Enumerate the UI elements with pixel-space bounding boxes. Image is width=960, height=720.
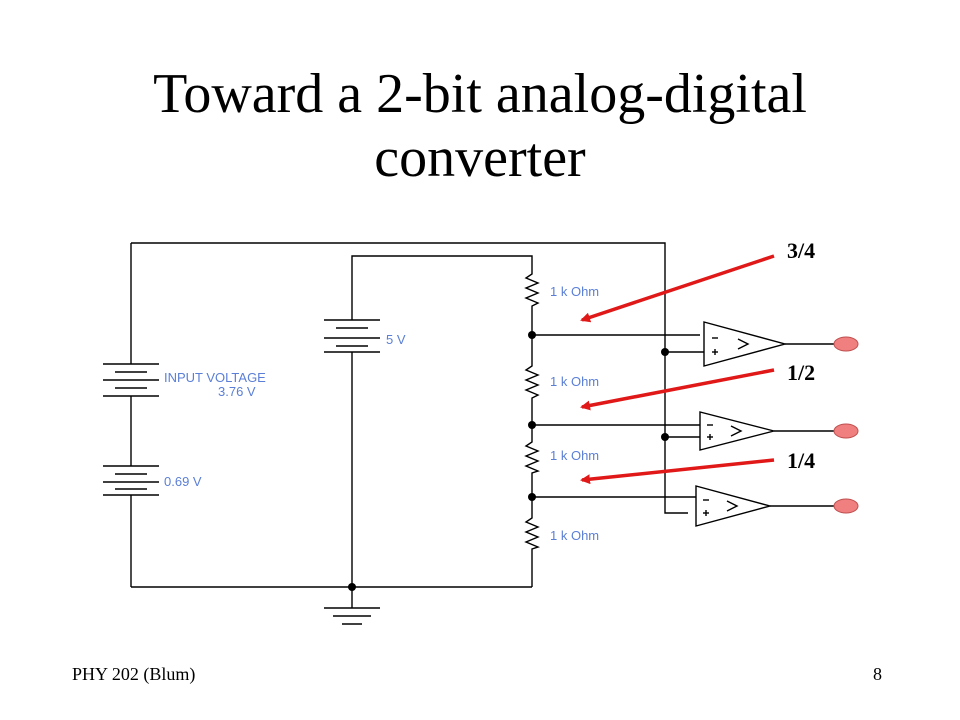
label-r1: 1 k Ohm <box>550 284 599 299</box>
comparator-1 <box>703 321 788 367</box>
wires <box>130 242 834 608</box>
comparators <box>695 321 788 527</box>
slide-title: Toward a 2-bit analog-digital converter <box>0 62 960 190</box>
label-r4: 1 k Ohm <box>550 528 599 543</box>
fraction-low: 1/4 <box>787 448 815 473</box>
resistor-3 <box>524 436 540 474</box>
resistor-4 <box>524 512 540 550</box>
label-input-line1: INPUT VOLTAGE <box>164 370 266 385</box>
supply-top-wire <box>351 255 533 320</box>
battery-supply <box>324 319 380 353</box>
resistor-2 <box>524 360 540 400</box>
label-input-line2: 3.76 V <box>218 384 256 399</box>
title-line-2: converter <box>374 127 586 189</box>
junction-ground <box>348 583 356 591</box>
junction-34 <box>528 331 536 339</box>
junction-14 <box>528 493 536 501</box>
label-offset: 0.69 V <box>164 474 202 489</box>
battery-input <box>103 363 159 397</box>
comparator-2 <box>699 411 775 451</box>
resistors <box>524 268 540 550</box>
fraction-top: 3/4 <box>787 238 815 263</box>
label-supply: 5 V <box>386 332 406 347</box>
junctions <box>348 331 669 591</box>
label-r2: 1 k Ohm <box>550 374 599 389</box>
footer-course: PHY 202 (Blum) <box>72 664 196 684</box>
junction-plus-1 <box>661 348 669 356</box>
batteries <box>103 319 380 496</box>
led-2 <box>833 423 859 439</box>
led-1 <box>833 336 859 352</box>
ground-symbol <box>324 607 380 625</box>
arrow-14 <box>580 458 775 485</box>
led-3 <box>833 498 859 514</box>
arrow-34 <box>580 254 775 323</box>
leds <box>833 336 859 514</box>
label-r3: 1 k Ohm <box>550 448 599 463</box>
outer-top-wire <box>131 242 688 514</box>
junction-plus-2 <box>661 433 669 441</box>
arrows <box>580 254 775 485</box>
comparator-3 <box>695 485 773 527</box>
junction-12 <box>528 421 536 429</box>
resistor-1 <box>524 268 540 310</box>
footer-page-number: 8 <box>873 664 882 684</box>
title-line-1: Toward a 2-bit analog-digital <box>153 63 807 125</box>
fraction-mid: 1/2 <box>787 360 815 385</box>
arrow-12 <box>580 368 775 411</box>
battery-offset <box>103 465 159 496</box>
